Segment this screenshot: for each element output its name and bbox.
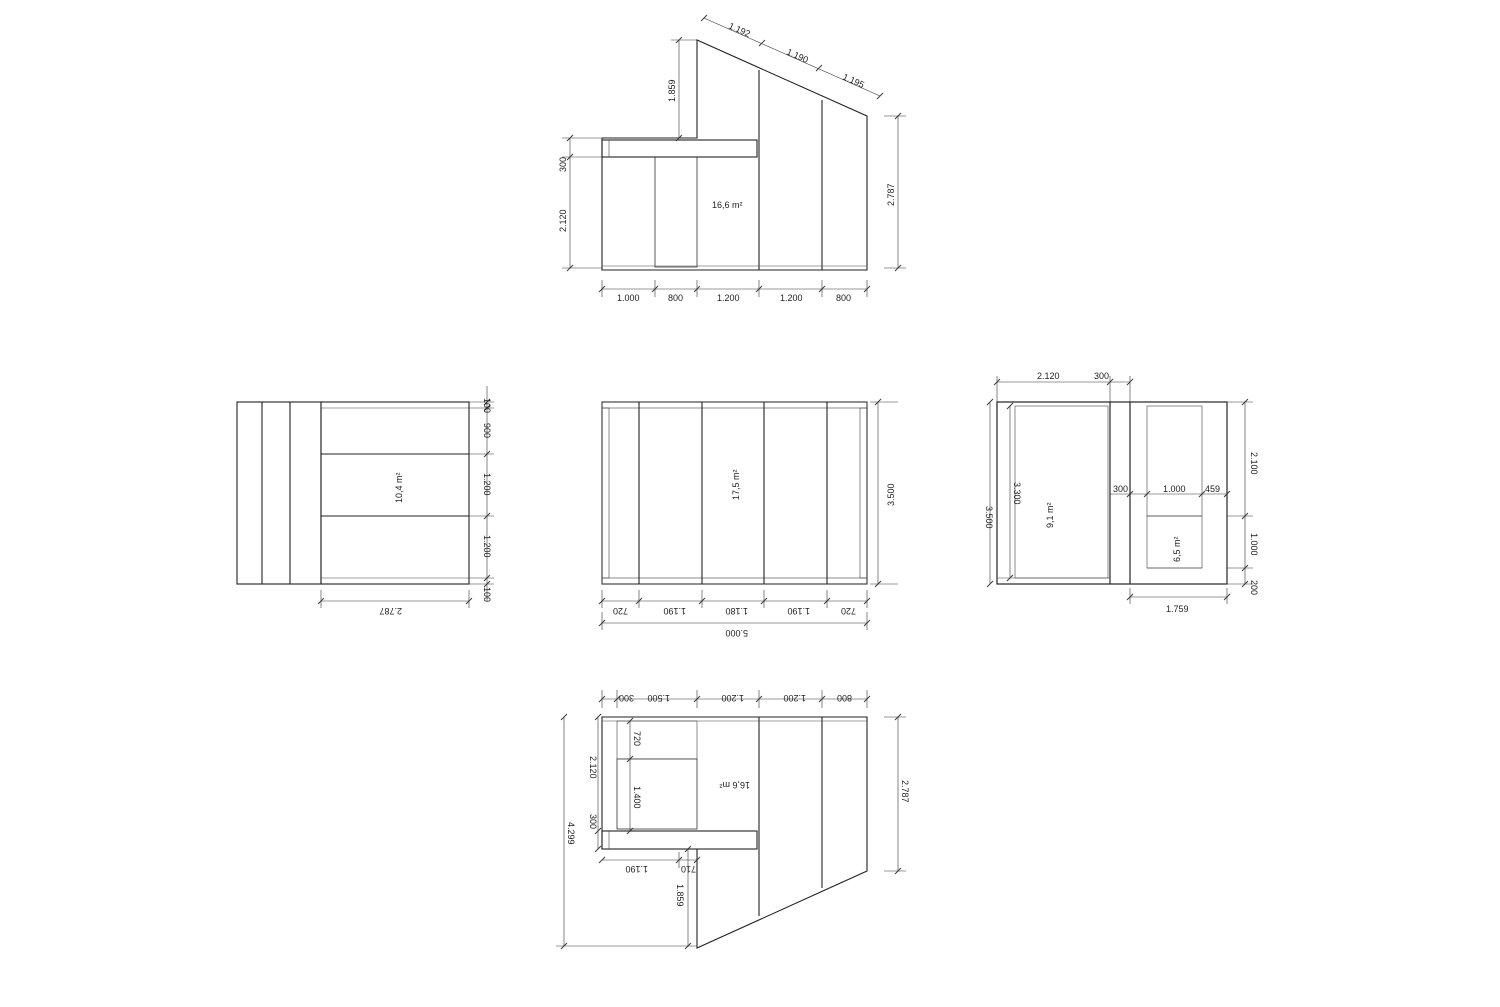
- left-side-elevation: 10,4 m² 100 900 1.200 1.200 100 2.787: [236, 386, 494, 616]
- back-window-opening: [616, 758, 698, 830]
- back-bottom-dim: 1.190: [625, 864, 648, 874]
- front-bottom-dim: 1.000: [617, 293, 640, 303]
- back-left-dim: 300: [588, 814, 598, 829]
- right-side-mid-dim: 1.000: [1163, 484, 1186, 494]
- right-side-right-dim: 2.100: [1249, 452, 1259, 475]
- right-side-opening: [1014, 405, 1109, 579]
- front-roof-dim: 1.195: [841, 72, 866, 90]
- left-side-right-dim: 1.200: [482, 535, 492, 558]
- floor-bottom-dim: 1.190: [663, 606, 686, 616]
- right-side-mid-dim: 300: [1113, 484, 1128, 494]
- left-side-horizontal-cladding: [320, 401, 470, 585]
- floor-area-label: 17,5 m²: [731, 469, 741, 500]
- front-right-dim: 2.787: [886, 183, 896, 206]
- back-wall-hatched: [601, 716, 868, 949]
- front-left-dim: 2.120: [558, 209, 568, 232]
- floor-total-dim: 5.000: [725, 628, 748, 638]
- floor-plan: 17,5 m² 720 1.190 1.180 1.190 720 5.000 …: [598, 398, 898, 638]
- right-side-bottom-dim: 1.759: [1166, 604, 1189, 614]
- front-elevation: 16,6 m² 1.000 800 1.200 1.200 800 1.192 …: [558, 14, 906, 303]
- left-side-area-label: 10,4 m²: [394, 472, 404, 503]
- front-bottom-dim: 1.200: [780, 293, 803, 303]
- left-side-vertical-cladding: [236, 401, 322, 585]
- back-peak-dim: 1.859: [675, 884, 685, 907]
- front-door-opening: [654, 156, 698, 268]
- front-roof-dim: 1.192: [727, 21, 752, 39]
- front-bottom-dim: 800: [668, 293, 683, 303]
- back-left-dim: 2.120: [588, 756, 598, 779]
- front-bottom-dim: 1.200: [717, 293, 740, 303]
- back-area-label: 16,6 m²: [719, 780, 750, 790]
- front-lintel: [601, 139, 758, 158]
- back-sill: [601, 830, 758, 850]
- right-side-mid-dim: 459: [1205, 484, 1220, 494]
- right-side-outline: [996, 401, 1228, 585]
- back-bottom-dim: 710: [681, 864, 696, 874]
- floor-bottom-dim: 1.180: [725, 606, 748, 616]
- right-side-area-main: 9,1 m²: [1045, 502, 1055, 528]
- right-side-left-outer: 3.500: [984, 506, 994, 529]
- back-right-dim: 2.787: [900, 780, 910, 803]
- right-side-right-dim: 200: [1249, 580, 1259, 595]
- right-side-area-small: 6,5 m²: [1172, 536, 1182, 562]
- front-area-label: 16,6 m²: [712, 200, 743, 210]
- floor-bottom-dim: 720: [613, 606, 628, 616]
- left-side-bottom-dim: 2.787: [379, 606, 402, 616]
- back-top-dim: 300: [619, 693, 634, 703]
- left-side-right-dim: 100: [482, 398, 492, 413]
- back-inner-dim: 720: [632, 731, 642, 746]
- left-side-right-dim: 1.200: [482, 473, 492, 496]
- right-side-top-dim: 2.120: [1037, 371, 1060, 381]
- right-side-right-dim: 1.000: [1249, 533, 1259, 556]
- left-side-right-dim: 100: [482, 587, 492, 602]
- back-top-dim: 1.200: [783, 693, 806, 703]
- floor-bottom-dim: 720: [841, 606, 856, 616]
- floor-right-dim: 3.500: [886, 483, 896, 506]
- back-top-dim: 1.200: [721, 693, 744, 703]
- back-top-dim: 800: [837, 693, 852, 703]
- floor-bottom-dim: 1.190: [787, 606, 810, 616]
- back-inner-dim: 1.400: [632, 786, 642, 809]
- front-roof-dim: 1.190: [785, 47, 810, 65]
- right-side-left-inner: 3.300: [1012, 482, 1022, 505]
- front-bottom-dim: 800: [836, 293, 851, 303]
- back-left-outer: 4.299: [566, 822, 576, 845]
- back-elevation: 16,6 m² 300 1.500 1.200 1.200 800 4.299 …: [556, 690, 910, 950]
- front-peak-dim: 1.859: [667, 79, 677, 102]
- right-side-top-dim: 300: [1094, 371, 1109, 381]
- right-side-hatched-panel: [1129, 401, 1228, 585]
- right-side-elevation: 9,1 m² 6,5 m² 2.120 300 3.500 3.300 300 …: [984, 371, 1259, 614]
- front-left-dim: 300: [558, 157, 568, 172]
- back-horizontal-panel: [616, 720, 698, 760]
- left-side-right-dim: 900: [482, 423, 492, 438]
- front-wall-hatched: [601, 39, 868, 271]
- back-top-dim: 1.500: [647, 693, 670, 703]
